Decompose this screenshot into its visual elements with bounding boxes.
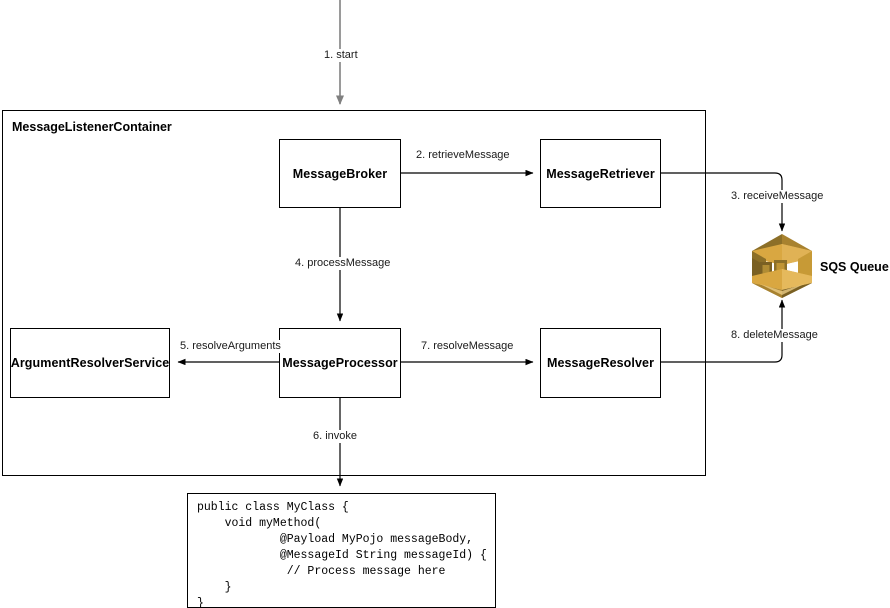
- edge-receive-message-path: [661, 172, 786, 232]
- edge-label-receive-message: 3. receiveMessage: [729, 190, 826, 203]
- node-message-broker[interactable]: MessageBroker: [279, 139, 401, 208]
- node-message-retriever[interactable]: MessageRetriever: [540, 139, 661, 208]
- edge-label-invoke: 6. invoke: [311, 430, 360, 443]
- code-snippet-text: public class MyClass { void myMethod( @P…: [197, 501, 487, 608]
- code-snippet-box: public class MyClass { void myMethod( @P…: [187, 493, 496, 608]
- edge-delete-message-path: [661, 299, 786, 363]
- node-argument-resolver-service-label: ArgumentResolverService: [10, 356, 170, 370]
- node-message-retriever-label: MessageRetriever: [546, 166, 655, 181]
- edge-label-resolve-message: 7. resolveMessage: [419, 340, 516, 353]
- edge-label-start: 1. start: [322, 49, 360, 62]
- node-message-resolver-label: MessageResolver: [546, 356, 655, 370]
- aws-sqs-icon: [746, 232, 818, 300]
- edge-label-resolve-arguments: 5. resolveArguments: [178, 340, 283, 353]
- message-listener-container-boundary: [2, 110, 706, 476]
- node-message-processor-label: MessageProcessor: [282, 356, 398, 370]
- message-listener-container-label: MessageListenerContainer: [12, 120, 172, 134]
- edge-label-retrieve-message: 2. retrieveMessage: [414, 149, 512, 162]
- sqs-queue-label: SQS Queue: [820, 260, 889, 274]
- node-argument-resolver-service[interactable]: ArgumentResolverService: [10, 328, 170, 398]
- node-message-resolver[interactable]: MessageResolver: [540, 328, 661, 398]
- edge-label-delete-message: 8. deleteMessage: [729, 329, 820, 342]
- node-message-processor[interactable]: MessageProcessor: [279, 328, 401, 398]
- node-message-broker-label: MessageBroker: [292, 166, 388, 181]
- edge-label-process-message: 4. processMessage: [293, 257, 393, 270]
